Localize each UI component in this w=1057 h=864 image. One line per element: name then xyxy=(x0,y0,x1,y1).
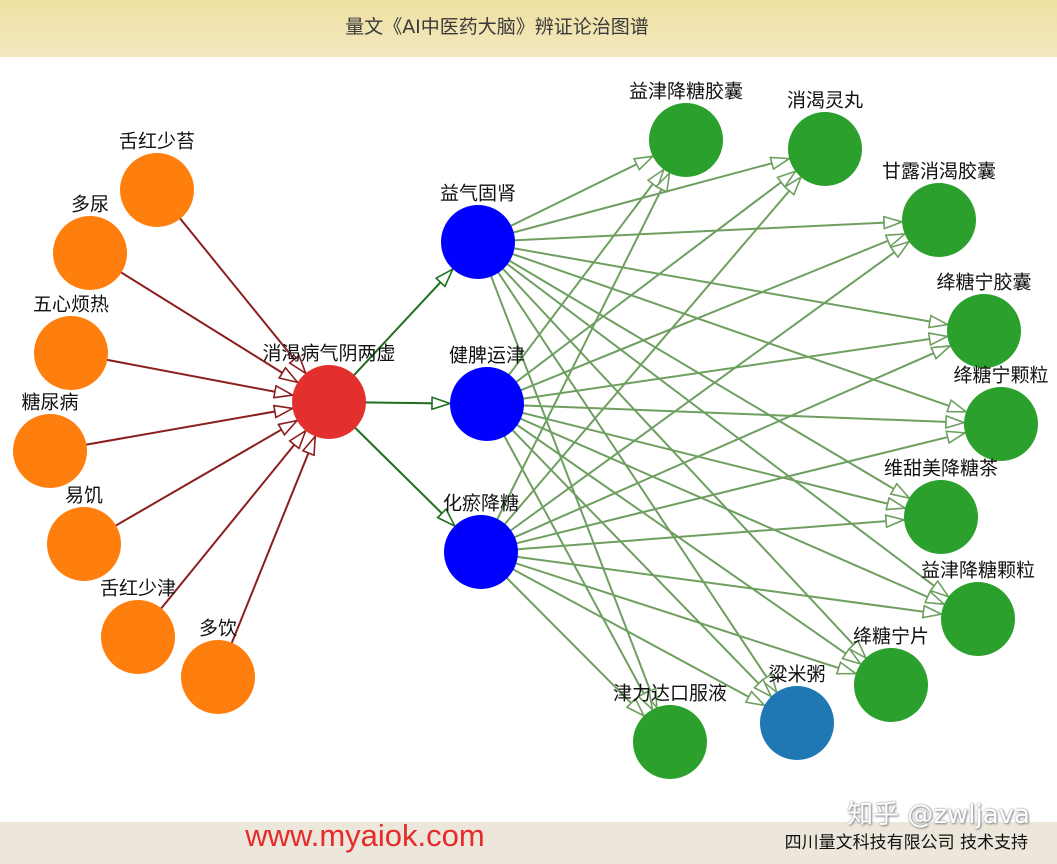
treatment-node xyxy=(450,367,524,441)
symptom-to-syndrome-edge xyxy=(137,431,306,638)
symptom-node xyxy=(34,316,108,390)
symptom-label: 糖尿病 xyxy=(21,392,78,414)
treatment-node xyxy=(441,205,515,279)
prescription-label: 绛糖宁颗粒 xyxy=(953,365,1048,387)
treatment-to-prescription-edge xyxy=(480,551,765,705)
symptom-label: 多饮 xyxy=(199,618,237,640)
treatment-to-prescription-edge xyxy=(486,403,905,508)
treatment-to-prescription-edge xyxy=(486,403,771,697)
symptom-node xyxy=(101,600,175,674)
treatment-to-prescription-edge xyxy=(480,242,909,553)
symptom-label: 舌红少苔 xyxy=(119,131,195,153)
treatment-to-prescription-edge xyxy=(477,222,902,243)
treatment-to-prescription-edge xyxy=(480,551,856,674)
page-title: 量文《AI中医药大脑》辨证论治图谱 xyxy=(345,16,649,38)
prescription-node xyxy=(941,582,1015,656)
support-credit: 四川量文科技有限公司 技术支持 xyxy=(784,833,1028,853)
treatment-to-prescription-edge xyxy=(486,170,664,405)
prescription-node xyxy=(649,103,723,177)
header-band: 量文《AI中医药大脑》辨证论治图谱 xyxy=(0,0,1057,57)
treatment-node xyxy=(444,515,518,589)
symptom-node xyxy=(13,414,87,488)
treatment-label: 健脾运津 xyxy=(449,345,525,367)
symptom-label: 舌红少津 xyxy=(100,578,176,600)
prescription-node xyxy=(788,112,862,186)
treatment-to-prescription-edge xyxy=(477,159,789,243)
prescription-node xyxy=(904,480,978,554)
symptom-to-syndrome-edge xyxy=(70,352,293,395)
prescription-node xyxy=(760,686,834,760)
symptom-label: 易饥 xyxy=(65,485,103,507)
prescription-label: 粱米粥 xyxy=(768,664,825,686)
prescription-node xyxy=(964,387,1038,461)
symptom-to-syndrome-edge xyxy=(89,252,298,382)
treatment-to-prescription-edge xyxy=(477,241,909,498)
treatment-to-prescription-edge xyxy=(486,403,944,604)
edges-layer xyxy=(49,156,966,716)
treatment-to-prescription-edge xyxy=(480,346,950,553)
symptom-to-syndrome-edge xyxy=(83,421,297,545)
syndrome-node xyxy=(292,365,366,439)
treatment-to-prescription-edge xyxy=(480,551,644,716)
treatment-to-prescription-edge xyxy=(486,403,652,710)
treatment-label: 化瘀降糖 xyxy=(443,493,519,515)
treatment-to-prescription-edge xyxy=(477,241,949,597)
prescription-label: 绛糖宁胶囊 xyxy=(936,272,1031,294)
treatment-to-prescription-edge xyxy=(480,433,965,553)
syndrome-label: 消渴病气阴两虚 xyxy=(262,343,395,365)
treatment-to-prescription-edge xyxy=(477,241,966,413)
treatment-to-prescription-edge xyxy=(477,241,777,692)
prescription-label: 益津降糖胶囊 xyxy=(629,81,743,103)
treatment-to-prescription-edge xyxy=(480,551,941,614)
treatment-to-prescription-edge xyxy=(486,336,947,405)
prescription-label: 维甜美降糖茶 xyxy=(884,458,998,480)
symptom-to-syndrome-edge xyxy=(49,408,293,452)
prescription-label: 益津降糖颗粒 xyxy=(921,560,1035,582)
symptom-node xyxy=(181,640,255,714)
prescription-node xyxy=(854,648,928,722)
symptom-to-syndrome-edge xyxy=(156,189,306,373)
prescription-node xyxy=(947,294,1021,368)
website-text: www.myaiok.com xyxy=(245,818,485,853)
treatment-to-prescription-edge xyxy=(486,403,964,423)
treatment-to-prescription-edge xyxy=(486,234,905,405)
treatment-label: 益气固肾 xyxy=(440,183,516,205)
symptom-label: 多尿 xyxy=(71,194,109,216)
treatment-to-prescription-edge xyxy=(480,520,904,553)
treatment-to-prescription-edge xyxy=(480,177,801,553)
symptom-node xyxy=(53,216,127,290)
prescription-node xyxy=(902,183,976,257)
prescription-label: 津力达口服液 xyxy=(613,683,727,705)
symptom-node xyxy=(47,507,121,581)
treatment-to-prescription-edge xyxy=(486,171,796,405)
prescription-label: 消渴灵丸 xyxy=(787,90,863,112)
symptom-node xyxy=(120,153,194,227)
footer-band: www.myaiok.com 四川量文科技有限公司 技术支持 xyxy=(0,818,1057,864)
symptom-label: 五心烦热 xyxy=(33,294,109,316)
treatment-to-prescription-edge xyxy=(477,241,948,325)
treatment-to-prescription-edge xyxy=(480,173,670,553)
prescription-label: 绛糖宁片 xyxy=(853,626,929,648)
symptom-to-syndrome-edge xyxy=(217,436,315,678)
prescription-label: 甘露消渴胶囊 xyxy=(882,161,996,183)
watermark: 知乎 @zwljava xyxy=(847,800,1030,830)
prescription-node xyxy=(633,705,707,779)
nodes-layer xyxy=(13,103,1038,779)
treatment-to-prescription-edge xyxy=(486,403,861,664)
